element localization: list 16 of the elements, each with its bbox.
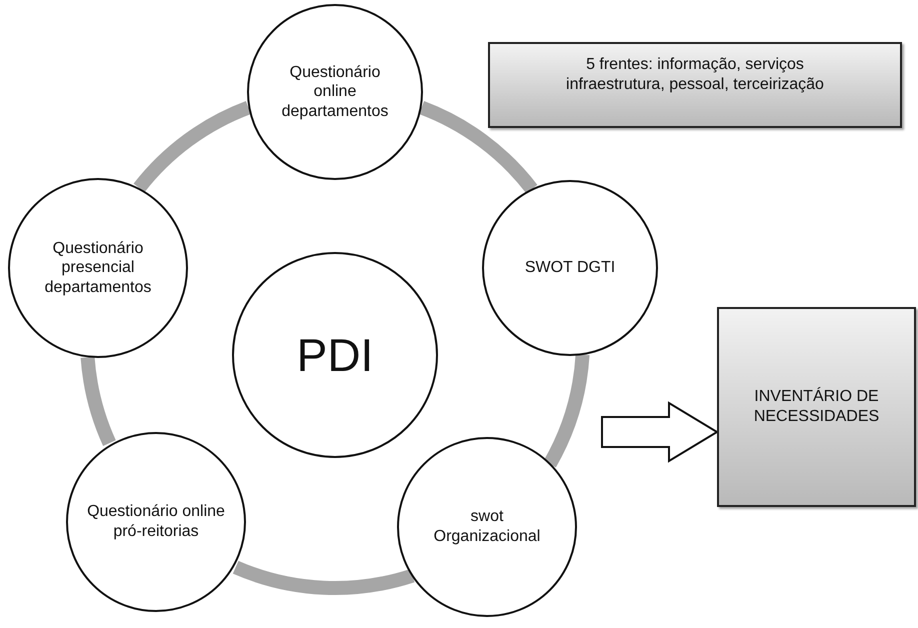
note-box [488, 42, 902, 128]
node-label: 5 frentes: informação, serviços infraestrutura, pessoal, terceirização [565, 55, 825, 95]
node-label: Questionário online pró-reitorias [86, 502, 226, 542]
node-label: Questionário online departamentos [280, 62, 390, 122]
ring-connector [544, 354, 590, 468]
ring-connector [134, 101, 252, 193]
node-label: INVENTÁRIO DE NECESSIDADES [752, 387, 880, 427]
node-label: swot Organizacional [432, 507, 542, 547]
ring-connector [233, 560, 414, 595]
ring-connector [418, 101, 538, 194]
ring-connector [80, 356, 116, 446]
node-label: PDI [296, 328, 374, 383]
node-label: SWOT DGTI [524, 258, 616, 278]
block-arrow [601, 401, 719, 463]
node-label: Questionário presencial departamentos [44, 238, 152, 298]
note-box [717, 307, 916, 507]
